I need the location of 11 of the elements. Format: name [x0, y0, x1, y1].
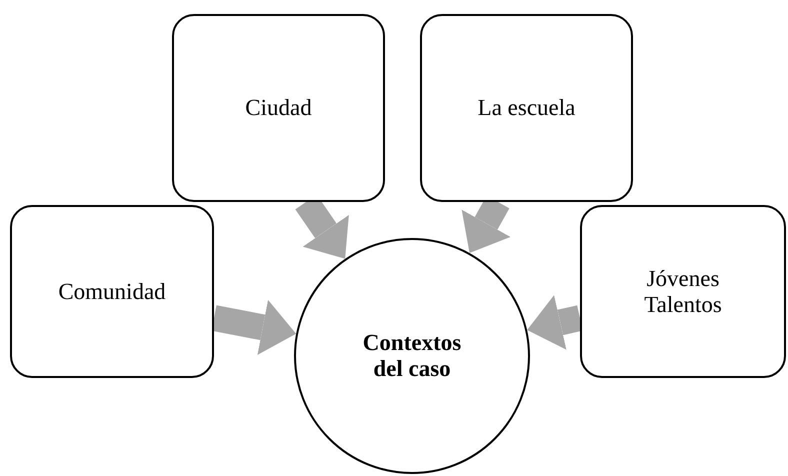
box-label: La escuela — [476, 95, 576, 121]
context-box — [10, 205, 214, 378]
block-arrow — [212, 300, 296, 355]
context-box — [420, 14, 633, 202]
context-box — [172, 14, 385, 202]
center-title: Contextos del caso — [362, 330, 462, 382]
box-label: Jóvenes Talentos — [643, 266, 723, 318]
box-label: Ciudad — [244, 95, 313, 121]
block-arrow — [527, 295, 583, 350]
box-label: Comunidad — [57, 278, 167, 304]
context-box — [580, 205, 786, 378]
